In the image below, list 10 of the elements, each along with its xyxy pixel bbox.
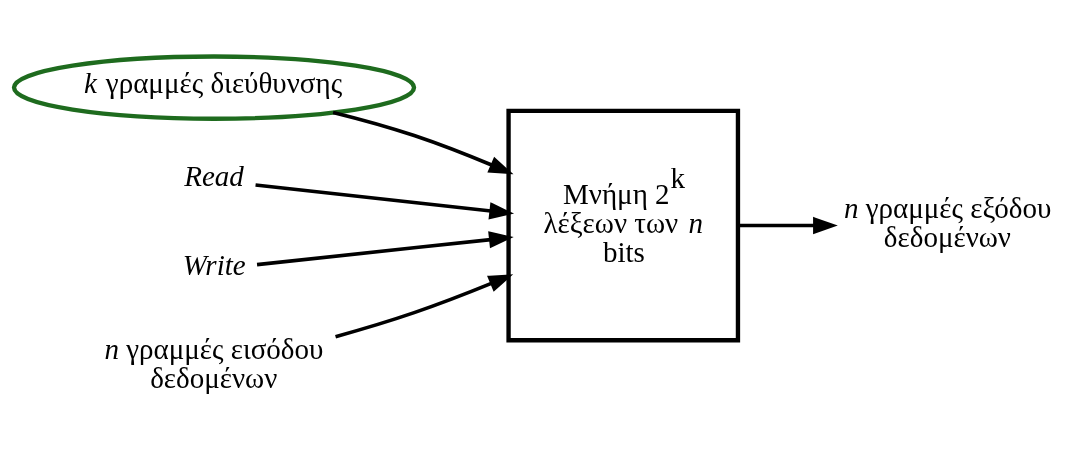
arrow xyxy=(256,230,514,266)
node-text: Write xyxy=(182,248,246,281)
arrow xyxy=(255,182,515,219)
arrow xyxy=(335,273,514,338)
node-text: Read xyxy=(184,159,244,192)
arrow xyxy=(332,110,514,174)
node-ellipse: k γραμμές διεύθυνσης xyxy=(11,53,417,121)
node-text: n γραμμές εισόδου δεδομένων xyxy=(104,332,324,394)
node-text: n γραμμές εξόδου δεδομένων xyxy=(843,191,1052,253)
arrow xyxy=(738,216,838,234)
